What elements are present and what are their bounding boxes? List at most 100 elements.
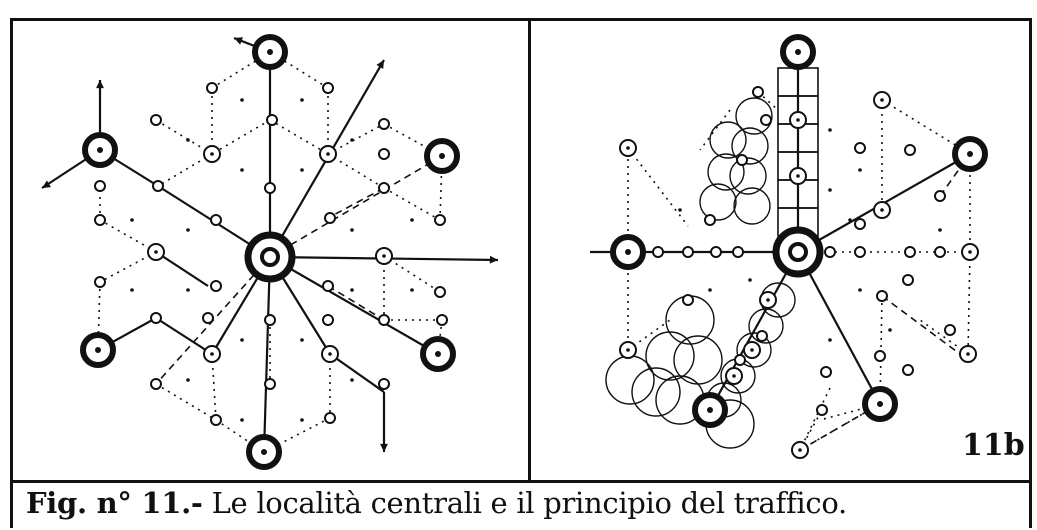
frame-left-border	[10, 18, 13, 528]
small-center-node	[324, 412, 336, 424]
dotted-route-line	[155, 119, 213, 155]
small-center-node	[322, 314, 334, 326]
caption-divider	[10, 480, 1032, 483]
frame-divider	[528, 18, 531, 482]
middle-center-dot	[732, 374, 736, 378]
minor-place-dot	[240, 418, 244, 422]
middle-center-dot	[968, 250, 972, 254]
service-area-cell	[707, 153, 745, 191]
minor-place-dot	[708, 288, 712, 292]
major-center-dot	[439, 153, 445, 159]
small-center-node	[682, 246, 694, 258]
solid-route-line	[709, 251, 799, 411]
dotted-route-line	[211, 119, 271, 155]
small-center-node	[704, 214, 716, 226]
small-center-node	[94, 276, 106, 288]
small-center-node	[752, 86, 764, 98]
small-center-node	[378, 378, 390, 390]
minor-place-dot	[300, 418, 304, 422]
small-center-node	[434, 214, 446, 226]
small-center-node	[816, 404, 828, 416]
major-center-dot	[877, 401, 883, 407]
dotted-route-line	[155, 383, 217, 421]
minor-place-dot	[130, 288, 134, 292]
dashed-route-line	[327, 285, 385, 321]
small-center-node	[378, 118, 390, 130]
small-center-node	[902, 364, 914, 376]
small-center-node	[902, 274, 914, 286]
small-center-node	[874, 350, 886, 362]
dotted-route-line	[327, 153, 385, 189]
small-center-node	[944, 324, 956, 336]
minor-place-dot	[888, 328, 892, 332]
middle-center-dot	[798, 448, 802, 452]
minor-place-dot	[828, 128, 832, 132]
service-area-cell	[709, 121, 747, 159]
solid-route-line	[269, 256, 439, 355]
panel-b-label: 11b	[962, 428, 1025, 463]
solid-route-line	[262, 256, 272, 453]
minor-place-dot	[350, 228, 354, 232]
dotted-route-line	[967, 251, 971, 355]
small-center-node	[378, 182, 390, 194]
small-center-node	[434, 286, 446, 298]
small-center-node	[210, 414, 222, 426]
small-center-node	[436, 314, 448, 326]
small-center-node	[854, 218, 866, 230]
minor-place-dot	[186, 288, 190, 292]
minor-place-dot	[186, 228, 190, 232]
route-arrowhead	[380, 443, 388, 452]
dotted-route-line	[699, 109, 731, 151]
small-center-node	[202, 312, 214, 324]
minor-place-dot	[300, 168, 304, 172]
middle-center-dot	[382, 254, 386, 258]
dashed-route-line	[939, 153, 971, 197]
small-center-node	[206, 82, 218, 94]
small-center-node	[150, 114, 162, 126]
small-center-node	[934, 190, 946, 202]
minor-place-dot	[410, 288, 414, 292]
small-center-node	[710, 246, 722, 258]
dotted-route-line	[215, 419, 265, 453]
dashed-route-line	[269, 155, 443, 258]
service-area-cell	[699, 183, 737, 221]
middle-center-dot	[796, 174, 800, 178]
small-center-node	[854, 142, 866, 154]
small-center-node	[854, 246, 866, 258]
major-center-dot	[95, 347, 101, 353]
dotted-route-line	[269, 119, 329, 155]
minor-place-dot	[858, 168, 862, 172]
middle-center-dot	[880, 98, 884, 102]
route-arrowhead	[489, 255, 498, 264]
middle-center-dot	[210, 152, 214, 156]
route-arrowhead	[376, 60, 384, 69]
middle-center-dot	[766, 298, 770, 302]
dotted-route-line	[99, 219, 157, 253]
minor-place-dot	[240, 98, 244, 102]
small-center-node	[736, 154, 748, 166]
dotted-route-line	[627, 147, 689, 227]
dotted-route-line	[799, 387, 831, 451]
minor-place-dot	[350, 378, 354, 382]
dotted-route-line	[919, 319, 969, 355]
small-center-node	[378, 314, 390, 326]
major-center-dot	[267, 49, 273, 55]
minor-place-dot	[828, 188, 832, 192]
middle-center-dot	[154, 250, 158, 254]
service-area-cell	[731, 127, 769, 165]
caption-prefix: Fig. n° 11.-	[26, 486, 203, 520]
caption-text: Le località centrali e il principio del …	[202, 486, 848, 520]
panel-b-traffic-network	[590, 34, 988, 459]
small-center-node	[378, 148, 390, 160]
minor-place-dot	[350, 138, 354, 142]
middle-center-dot	[966, 352, 970, 356]
dotted-route-line	[157, 153, 213, 187]
dotted-route-line	[383, 187, 441, 221]
dashed-route-line	[881, 295, 961, 355]
small-center-node	[266, 114, 278, 126]
small-center-node	[210, 214, 222, 226]
dotted-route-line	[327, 123, 385, 155]
small-center-node	[760, 114, 772, 126]
frame-right-border	[1029, 18, 1032, 528]
